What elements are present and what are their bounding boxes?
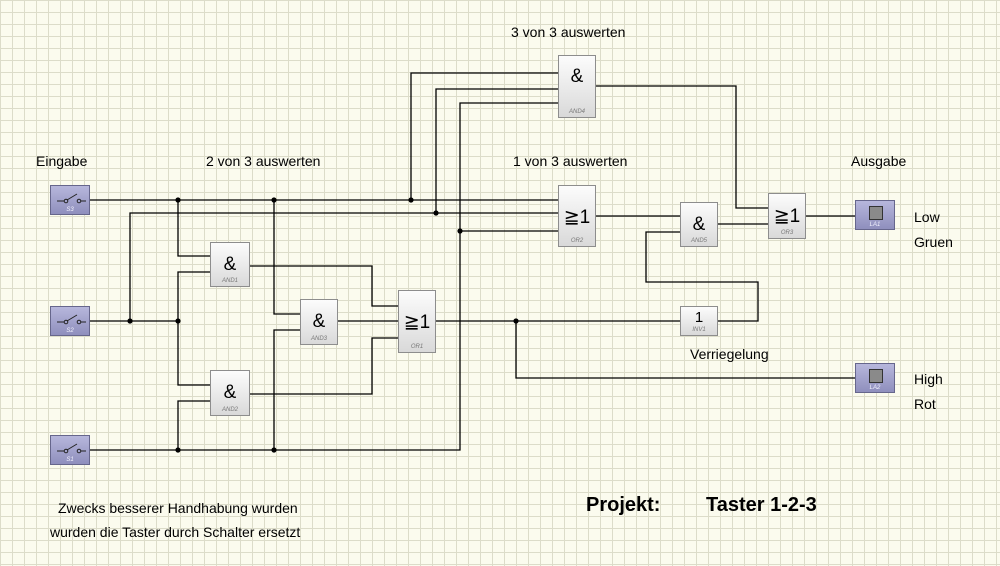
switch-s3[interactable]: S3: [50, 185, 90, 215]
wire-s2-and1-in: [177, 271, 210, 321]
gate-symbol: &: [223, 382, 237, 403]
gate-or2[interactable]: ≧1 OR2: [558, 185, 596, 247]
junction: [433, 210, 439, 216]
lamp-la1-label-low: Low: [914, 209, 940, 225]
gate-symbol: ≧1: [563, 207, 591, 228]
wire-s2-and4: [435, 88, 558, 213]
gate-and1[interactable]: & AND1: [210, 242, 250, 287]
gate-symbol: &: [312, 311, 326, 332]
label-eingabe: Eingabe: [36, 153, 88, 169]
gate-or3[interactable]: ≧1 OR3: [768, 193, 806, 239]
gate-name: AND3: [310, 336, 327, 342]
wire-s3-and4: [410, 72, 558, 200]
gate-or1[interactable]: ≧1 OR1: [398, 290, 436, 353]
note-line-1: Zwecks besserer Handhabung wurden: [58, 500, 298, 516]
gate-name: AND1: [221, 278, 238, 284]
gate-and5[interactable]: & AND5: [680, 202, 718, 247]
lamp-name: LA1: [869, 222, 881, 228]
gate-and4[interactable]: & AND4: [558, 55, 596, 118]
lamp-name: LA2: [869, 385, 881, 391]
gate-symbol: 1: [694, 309, 704, 326]
gate-and2[interactable]: & AND2: [210, 370, 250, 416]
gate-name: AND2: [221, 407, 238, 413]
gate-name: OR1: [410, 344, 424, 350]
lamp-la1[interactable]: LA1: [855, 200, 895, 230]
gate-symbol: ≧1: [403, 312, 431, 333]
junction: [175, 447, 181, 453]
switch-name: S3: [66, 207, 74, 213]
junction: [175, 318, 181, 324]
junction: [271, 197, 277, 203]
junction: [457, 228, 463, 234]
project-title: Taster 1-2-3: [706, 494, 817, 516]
wire-s1-and2: [177, 400, 210, 450]
gate-and3[interactable]: & AND3: [300, 299, 338, 345]
gate-symbol: &: [223, 254, 237, 275]
gate-symbol: &: [570, 66, 584, 87]
switch-s1[interactable]: S1: [50, 435, 90, 465]
lamp-la2-label-rot: Rot: [914, 396, 936, 412]
wire-s3-and3: [273, 200, 300, 315]
gate-symbol: &: [692, 214, 706, 235]
wire-s1-and3: [273, 329, 300, 450]
wire-s2-bus: [90, 212, 558, 322]
gate-name: OR2: [570, 238, 584, 244]
wire-and2-or1: [250, 337, 398, 395]
gate-symbol: ≧1: [773, 206, 801, 227]
junction: [127, 318, 133, 324]
wire-s3-and1: [177, 200, 210, 257]
label-1-von-3: 1 von 3 auswerten: [513, 153, 628, 169]
lamp-icon: [869, 206, 883, 220]
switch-icon: [57, 314, 86, 325]
junction: [513, 318, 519, 324]
gate-name: OR3: [780, 230, 794, 236]
project-label: Projekt:: [586, 494, 661, 516]
switch-icon: [57, 443, 86, 454]
wire-s2-and2: [177, 321, 210, 386]
junction: [271, 447, 277, 453]
wire-inv1-and5: [645, 231, 759, 322]
gate-name: INV1: [692, 327, 706, 333]
wire-or1-la2: [515, 321, 855, 379]
switch-name: S1: [66, 457, 74, 463]
switch-s2[interactable]: S2: [50, 306, 90, 336]
junction: [408, 197, 414, 203]
wire-and4-or3: [596, 85, 768, 209]
switch-icon: [57, 193, 86, 204]
wire-and1-or1: [250, 265, 398, 307]
lamp-la2[interactable]: LA2: [855, 363, 895, 393]
note-line-2: wurden die Taster durch Schalter ersetzt: [50, 524, 301, 540]
gate-inv1[interactable]: 1 INV1: [680, 306, 718, 336]
switch-name: S2: [66, 328, 74, 334]
lamp-icon: [869, 369, 883, 383]
wire-s1-bus: [90, 102, 558, 451]
gate-name: AND5: [690, 238, 707, 244]
label-2-von-3: 2 von 3 auswerten: [206, 153, 321, 169]
junction: [175, 197, 181, 203]
lamp-la1-label-gruen: Gruen: [914, 234, 953, 250]
label-ausgabe: Ausgabe: [851, 153, 907, 169]
gate-name: AND4: [568, 109, 585, 115]
label-3-von-3: 3 von 3 auswerten: [511, 24, 626, 40]
lamp-la2-label-high: High: [914, 371, 943, 387]
label-verriegelung: Verriegelung: [690, 346, 769, 362]
